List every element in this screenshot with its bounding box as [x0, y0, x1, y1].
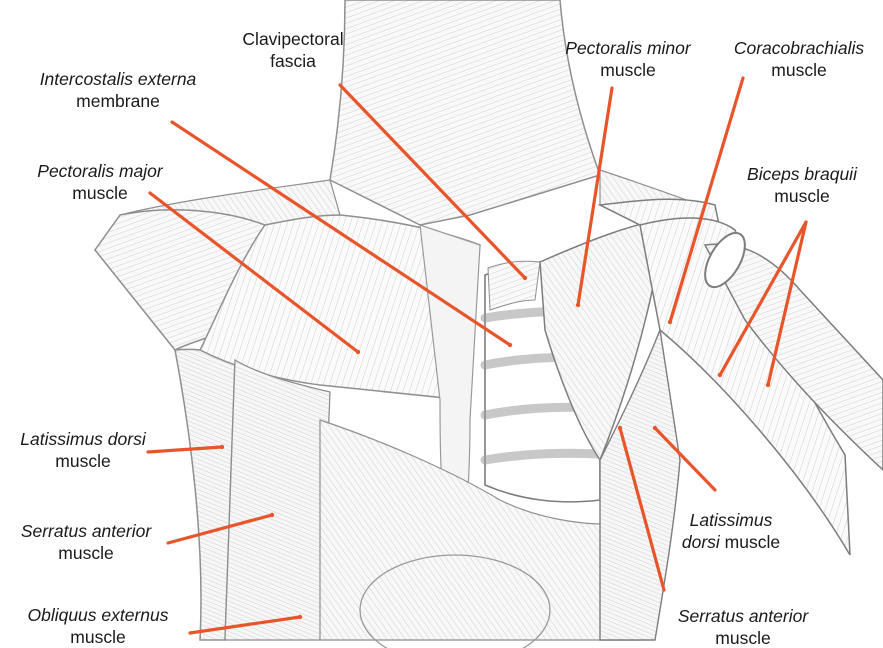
label-clavipectoral-line2: fascia [232, 50, 354, 72]
label-serratus-right-line1: Serratus anterior [658, 605, 828, 627]
label-pectoralis-major: Pectoralis major muscle [18, 160, 182, 204]
label-lat-dorsi-right-line2: dorsi muscle [668, 531, 794, 553]
label-clavipectoral-fascia: Clavipectoral fascia [232, 28, 354, 72]
label-coracobrachialis-line1: Coracobrachialis [720, 37, 878, 59]
label-serratus-anterior-left: Serratus anterior muscle [6, 520, 166, 564]
label-intercostalis-line1: Intercostalis externa [20, 68, 216, 90]
label-biceps-line2: muscle [736, 185, 868, 207]
label-serratus-left-line1: Serratus anterior [6, 520, 166, 542]
label-lat-dorsi-left-line1: Latissimus dorsi [8, 428, 158, 450]
label-coracobrachialis-line2: muscle [720, 59, 878, 81]
label-intercostalis-externa: Intercostalis externa membrane [20, 68, 216, 112]
label-clavipectoral-line1: Clavipectoral [232, 28, 354, 50]
label-lat-dorsi-left-line2: muscle [8, 450, 158, 472]
label-serratus-right-line2: muscle [658, 627, 828, 648]
label-intercostalis-line2: membrane [20, 90, 216, 112]
neck-muscles [330, 0, 600, 225]
label-biceps-braquii: Biceps braquii muscle [736, 163, 868, 207]
label-lat-dorsi-right-muscle: muscle [720, 532, 780, 552]
label-biceps-line1: Biceps braquii [736, 163, 868, 185]
label-serratus-left-line2: muscle [6, 542, 166, 564]
label-obliquus-externus: Obliquus externus muscle [6, 604, 190, 648]
label-obliquus-line1: Obliquus externus [6, 604, 190, 626]
left-lateral-torso [225, 360, 330, 640]
label-coracobrachialis: Coracobrachialis muscle [720, 37, 878, 81]
label-latissimus-dorsi-left: Latissimus dorsi muscle [8, 428, 158, 472]
label-pect-major-line2: muscle [18, 182, 182, 204]
label-pect-major-line1: Pectoralis major [18, 160, 182, 182]
label-lat-dorsi-right-line1: Latissimus [668, 509, 794, 531]
label-latissimus-dorsi-right: Latissimus dorsi muscle [668, 509, 794, 553]
label-pect-minor-line2: muscle [543, 59, 713, 81]
label-pect-minor-line1: Pectoralis minor [543, 37, 713, 59]
label-obliquus-line2: muscle [6, 626, 190, 648]
label-lat-dorsi-right-dorsi: dorsi [682, 532, 720, 552]
label-pectoralis-minor: Pectoralis minor muscle [543, 37, 713, 81]
label-serratus-anterior-right: Serratus anterior muscle [658, 605, 828, 648]
